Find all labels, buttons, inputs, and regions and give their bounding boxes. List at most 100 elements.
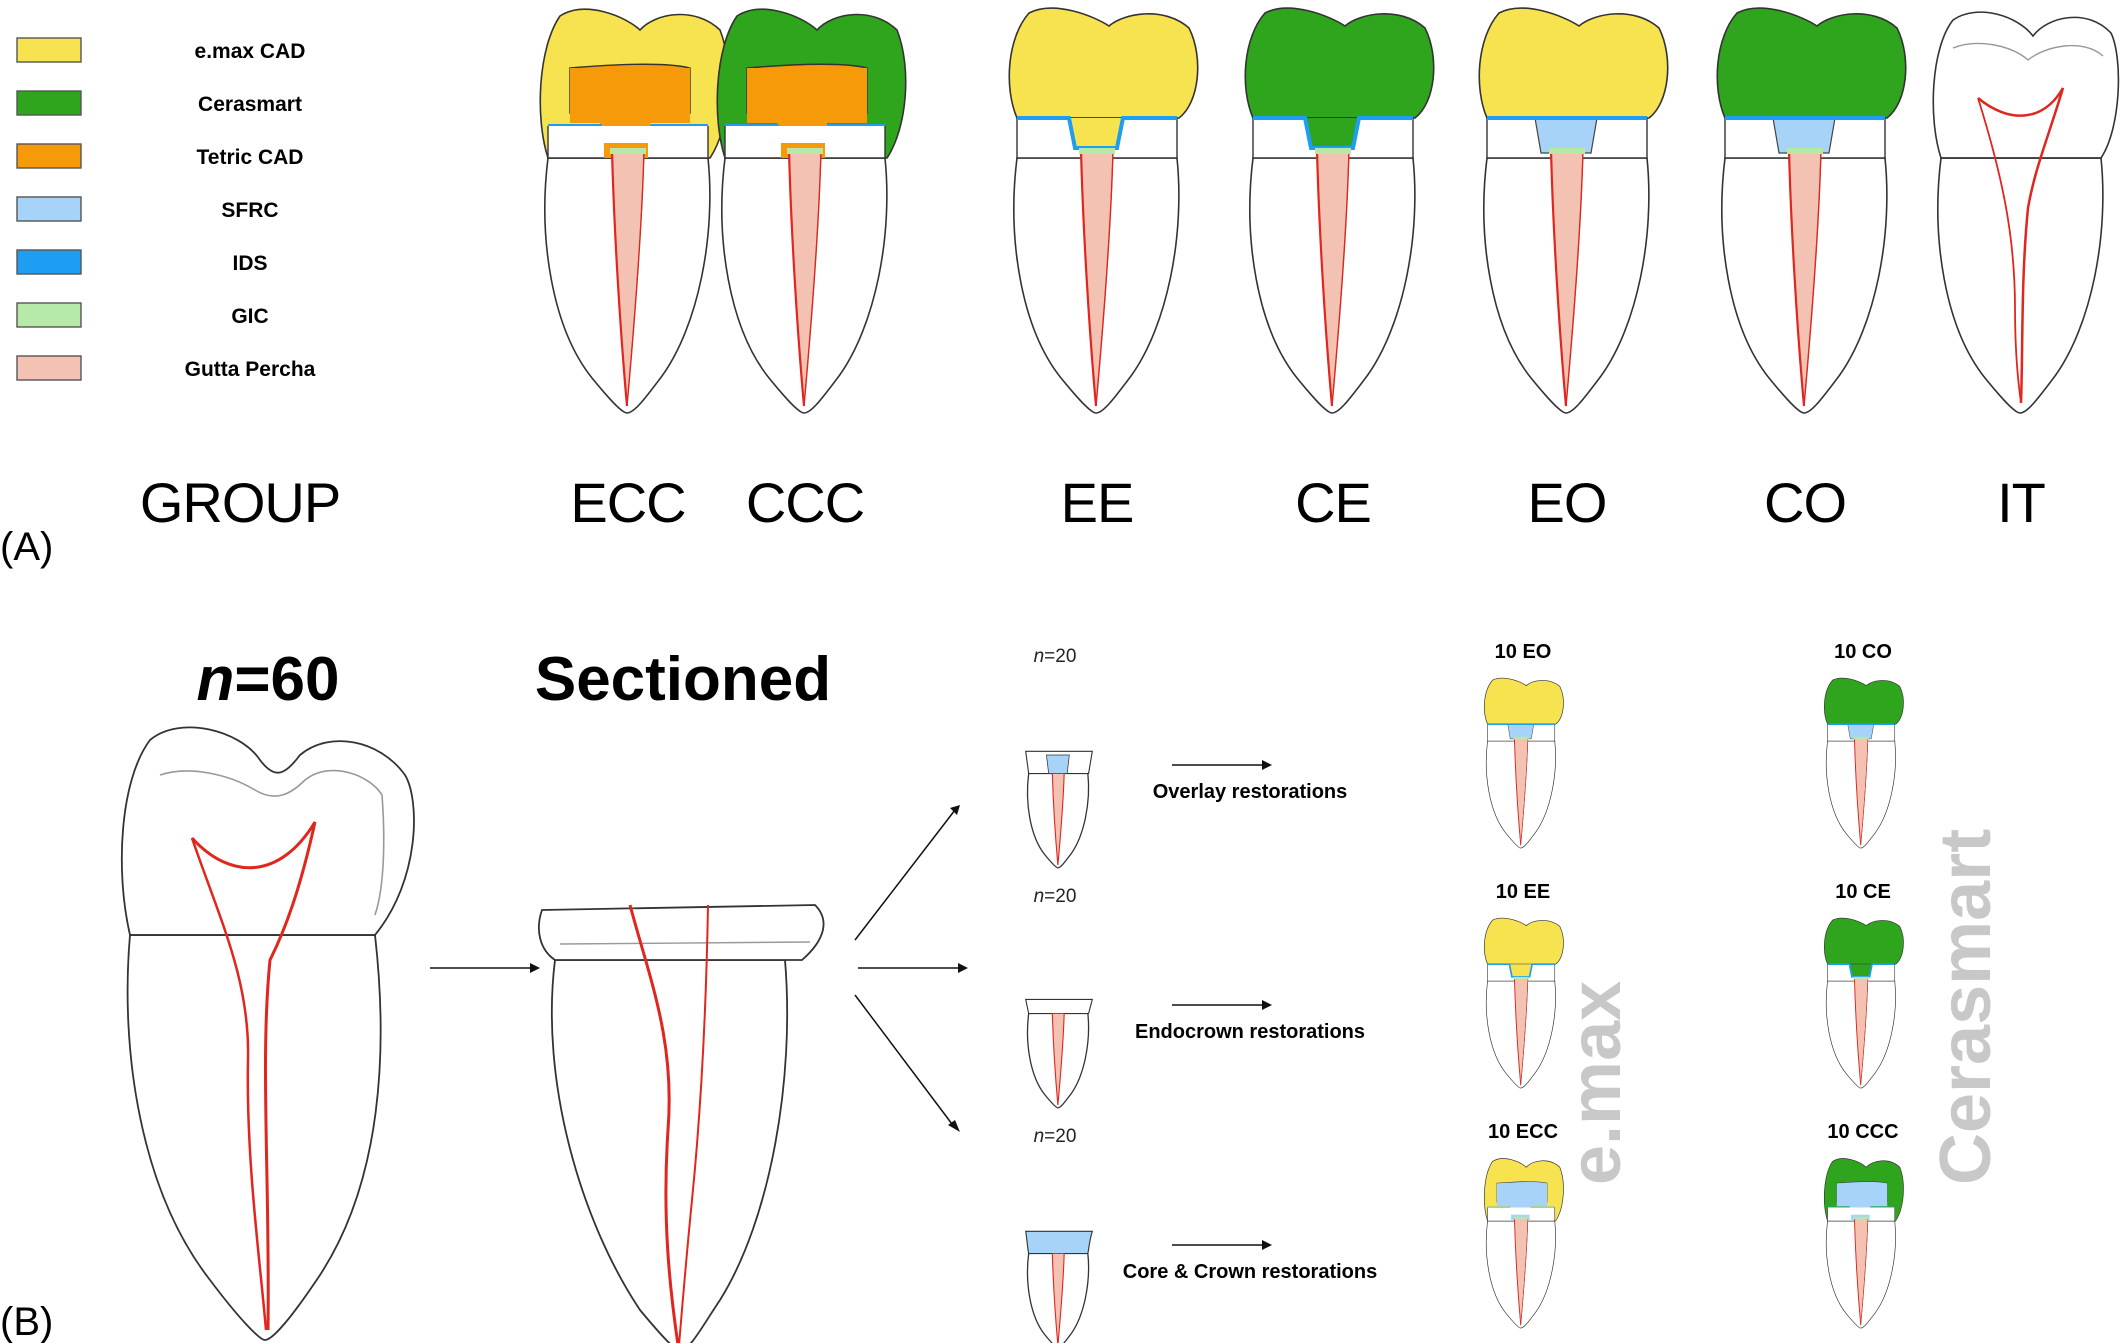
tooth-group-it bbox=[1932, 11, 2120, 414]
cerasmart-material-label: Cerasmart bbox=[1926, 829, 2006, 1185]
legend-swatch bbox=[16, 249, 82, 275]
legend-item: e.max CAD bbox=[16, 37, 306, 63]
legend-swatch bbox=[16, 355, 82, 381]
cerasmart-result-tooth bbox=[1823, 1158, 1904, 1329]
emax-result-tooth bbox=[1483, 1158, 1564, 1329]
group-label: CCC bbox=[746, 471, 864, 534]
crown bbox=[1932, 11, 2120, 159]
ids-layer bbox=[1487, 963, 1555, 978]
sectioned-label: Sectioned bbox=[535, 645, 831, 714]
tooth-group-eo bbox=[1478, 7, 1669, 414]
legend-label: e.max CAD bbox=[195, 40, 306, 63]
branch-n-label: n=20 bbox=[1034, 646, 1077, 667]
n-total-label: n=60 bbox=[196, 645, 339, 714]
emax-count-label: 10 EE bbox=[1496, 881, 1550, 903]
legend-label: Cerasmart bbox=[198, 93, 302, 116]
gic-layer bbox=[1853, 736, 1869, 740]
tooth-eo bbox=[1478, 7, 1669, 414]
legend-item: SFRC bbox=[16, 196, 279, 222]
legend-label: SFRC bbox=[221, 199, 278, 222]
legend-item: Gutta Percha bbox=[16, 355, 316, 381]
emax-result-tooth bbox=[1483, 917, 1564, 1089]
gic-layer bbox=[1513, 1216, 1529, 1220]
branch-arrows bbox=[854, 805, 968, 1132]
intact-tooth-large bbox=[120, 726, 415, 1341]
n-value: =20 bbox=[1044, 1126, 1076, 1147]
legend-item: Cerasmart bbox=[16, 90, 302, 116]
cerasmart-result-tooth bbox=[1823, 677, 1904, 849]
group-label: EO bbox=[1528, 471, 1607, 534]
tooth-group-ee bbox=[1008, 7, 1199, 414]
tooth-group-ccc bbox=[716, 8, 907, 414]
legend-swatch bbox=[16, 143, 82, 169]
arrow-to-sectioned bbox=[430, 963, 540, 973]
legend-swatch bbox=[16, 90, 82, 116]
emax-overlay bbox=[1483, 677, 1564, 849]
prepared-tooth bbox=[1025, 998, 1094, 1109]
tooth-ce bbox=[1244, 7, 1435, 414]
n-italic: n bbox=[196, 645, 234, 714]
gic-layer bbox=[1079, 148, 1115, 154]
tooth-ccc bbox=[716, 8, 907, 414]
cerasmart-core_crown bbox=[1823, 1158, 1904, 1329]
restoration-label: Overlay restorations bbox=[1153, 781, 1348, 803]
emax-result-tooth bbox=[1483, 677, 1564, 849]
group-label: CO bbox=[1764, 471, 1846, 534]
legend-swatch bbox=[16, 196, 82, 222]
n-italic: n bbox=[1034, 886, 1045, 907]
restoration-label: Endocrown restorations bbox=[1135, 1021, 1365, 1043]
canal bbox=[1977, 87, 2065, 404]
cerasmart-count-label: 10 CE bbox=[1835, 881, 1891, 903]
crown bbox=[1823, 917, 1904, 965]
gic-layer bbox=[1853, 976, 1869, 980]
emax-count-label: 10 ECC bbox=[1488, 1121, 1558, 1143]
tooth-ecc bbox=[539, 8, 730, 414]
n-value: =20 bbox=[1044, 886, 1076, 907]
gic-layer bbox=[1549, 148, 1585, 154]
sfrc-core bbox=[1772, 117, 1836, 154]
legend-swatch bbox=[16, 37, 82, 63]
root bbox=[1937, 157, 2104, 414]
crown bbox=[1008, 7, 1199, 119]
group-header: GROUP bbox=[140, 471, 340, 534]
gic-layer bbox=[610, 148, 646, 154]
cerasmart-result-tooth bbox=[1823, 917, 1904, 1089]
emax-count-label: 10 EO bbox=[1495, 641, 1552, 663]
tooth-group-co bbox=[1716, 7, 1907, 414]
sectioned-tooth bbox=[538, 904, 825, 1343]
crown bbox=[1823, 677, 1904, 725]
legend-item: Tetric CAD bbox=[16, 143, 303, 169]
restoration-label: Core & Crown restorations bbox=[1123, 1261, 1377, 1283]
branch-n-label: n=20 bbox=[1034, 886, 1077, 907]
gic-layer bbox=[787, 148, 823, 154]
legend-label: Gutta Percha bbox=[185, 358, 316, 381]
prepared-tooth bbox=[1025, 1230, 1094, 1343]
emax-endocrown bbox=[1483, 917, 1564, 1089]
group-label: EE bbox=[1061, 471, 1134, 534]
crown bbox=[1716, 7, 1907, 119]
legend-item: IDS bbox=[16, 249, 268, 275]
gic-layer bbox=[1853, 1216, 1869, 1220]
group-label: ECC bbox=[570, 471, 685, 534]
group-label: IT bbox=[1997, 471, 2045, 534]
crown bbox=[1244, 7, 1435, 119]
gic-layer bbox=[1315, 148, 1351, 154]
legend-label: GIC bbox=[231, 305, 268, 328]
tooth-group-ecc bbox=[539, 8, 730, 414]
panel-a-label: (A) bbox=[0, 525, 53, 569]
gic-layer bbox=[1787, 148, 1823, 154]
gic-layer bbox=[1513, 976, 1529, 980]
legend-swatch bbox=[16, 302, 82, 328]
tooth-co bbox=[1716, 7, 1907, 414]
prepared-tooth bbox=[1025, 750, 1093, 869]
crown bbox=[1483, 677, 1564, 725]
cerasmart-overlay bbox=[1823, 677, 1904, 849]
branch-n-label: n=20 bbox=[1034, 1126, 1077, 1147]
tooth-group-ce bbox=[1244, 7, 1435, 414]
